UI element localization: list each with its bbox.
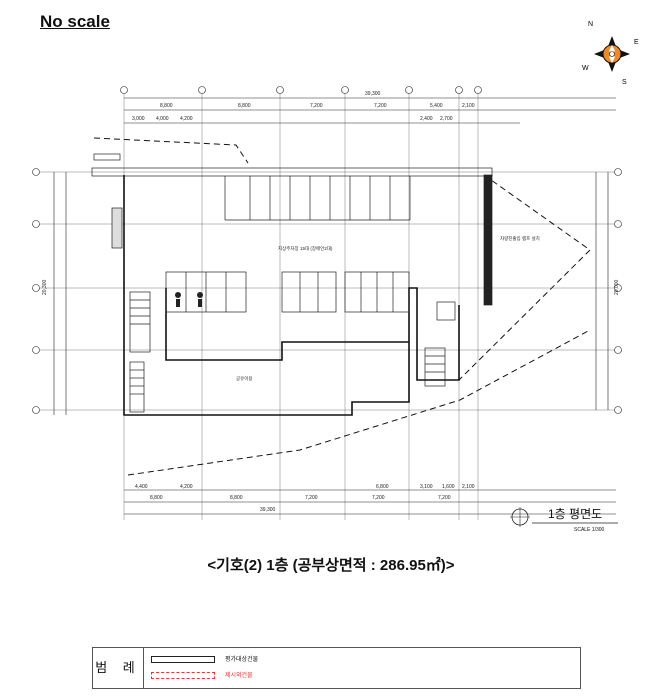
title-block: 1층 평면도 SCALE 1/300 bbox=[510, 503, 620, 543]
dim-top-span-1: 8,800 bbox=[160, 103, 173, 109]
section-marker-icon bbox=[510, 507, 618, 527]
compass-e: E bbox=[634, 39, 639, 46]
compass-icon: N E S W bbox=[582, 21, 639, 86]
compass-n: N bbox=[588, 21, 593, 28]
dim-top-span-6: 2,100 bbox=[462, 103, 475, 109]
dim-bottom-sub-2: 4,200 bbox=[180, 484, 193, 490]
dim-top-span-4: 7,200 bbox=[374, 103, 387, 109]
legend-item-evaluated: 평가대상건물 bbox=[151, 654, 258, 666]
legend-item-excluded: 제시외건물 bbox=[151, 670, 253, 682]
dim-left-total: 20,300 bbox=[42, 279, 48, 295]
legend-label: 평가대상건물 bbox=[225, 657, 259, 663]
dim-top-span-3: 7,200 bbox=[310, 103, 323, 109]
dim-bottom-total: 39,300 bbox=[260, 507, 276, 513]
area-caption: <기호(2) 1층 (공부상면적 : 286.95㎡)> bbox=[207, 557, 455, 574]
dim-top-sub-right-1: 2,400 bbox=[420, 116, 433, 122]
dim-right-total: 20,000 bbox=[614, 279, 620, 295]
plan-title: 1층 평면도 bbox=[548, 507, 603, 521]
dim-bottom-sub-4: 3,100 bbox=[420, 484, 433, 490]
floor-plan-drawing: 39,300 8,800 8,800 7,200 7,200 5,400 2,1… bbox=[32, 86, 622, 520]
legend-box: 범 례 평가대상건물 제시외건물 bbox=[92, 647, 581, 689]
dim-top-sub-2: 4,000 bbox=[156, 116, 169, 122]
no-scale-title: No scale bbox=[40, 12, 110, 31]
plan-scale: SCALE 1/300 bbox=[574, 527, 605, 533]
dim-top-sub-1: 3,000 bbox=[132, 116, 145, 122]
dim-bottom-span-3: 7,200 bbox=[305, 495, 318, 501]
dim-top-total: 39,300 bbox=[365, 91, 381, 97]
compass-w: W bbox=[582, 65, 589, 72]
compass-s: S bbox=[622, 79, 627, 86]
legend-label: 제시외건물 bbox=[225, 673, 253, 679]
dim-bottom-span-1: 8,800 bbox=[150, 495, 163, 501]
dim-top-sub-right-2: 2,700 bbox=[440, 116, 453, 122]
label-ramp: 차량진출입 램프 설치 bbox=[500, 235, 540, 242]
dim-bottom-sub-1: 4,400 bbox=[135, 484, 148, 490]
label-lobby: 공유이용 bbox=[236, 375, 253, 382]
dim-top-span-2: 8,800 bbox=[238, 103, 251, 109]
label-parking: 지상주차장 15대 (장애인2대) bbox=[278, 245, 333, 252]
dim-bottom-sub-3: 6,800 bbox=[376, 484, 389, 490]
legend-title: 범 례 bbox=[93, 648, 144, 688]
legend-sample-solid bbox=[151, 655, 215, 663]
dim-bottom-span-5: 7,200 bbox=[438, 495, 451, 501]
legend-sample-red bbox=[151, 671, 215, 679]
dim-top-span-5: 5,400 bbox=[430, 103, 443, 109]
dim-top-sub-3: 4,200 bbox=[180, 116, 193, 122]
dim-bottom-sub-5: 1,600 bbox=[442, 484, 455, 490]
dim-bottom-span-4: 7,200 bbox=[372, 495, 385, 501]
dim-bottom-sub-6: 2,100 bbox=[462, 484, 475, 490]
dim-bottom-span-2: 8,800 bbox=[230, 495, 243, 501]
